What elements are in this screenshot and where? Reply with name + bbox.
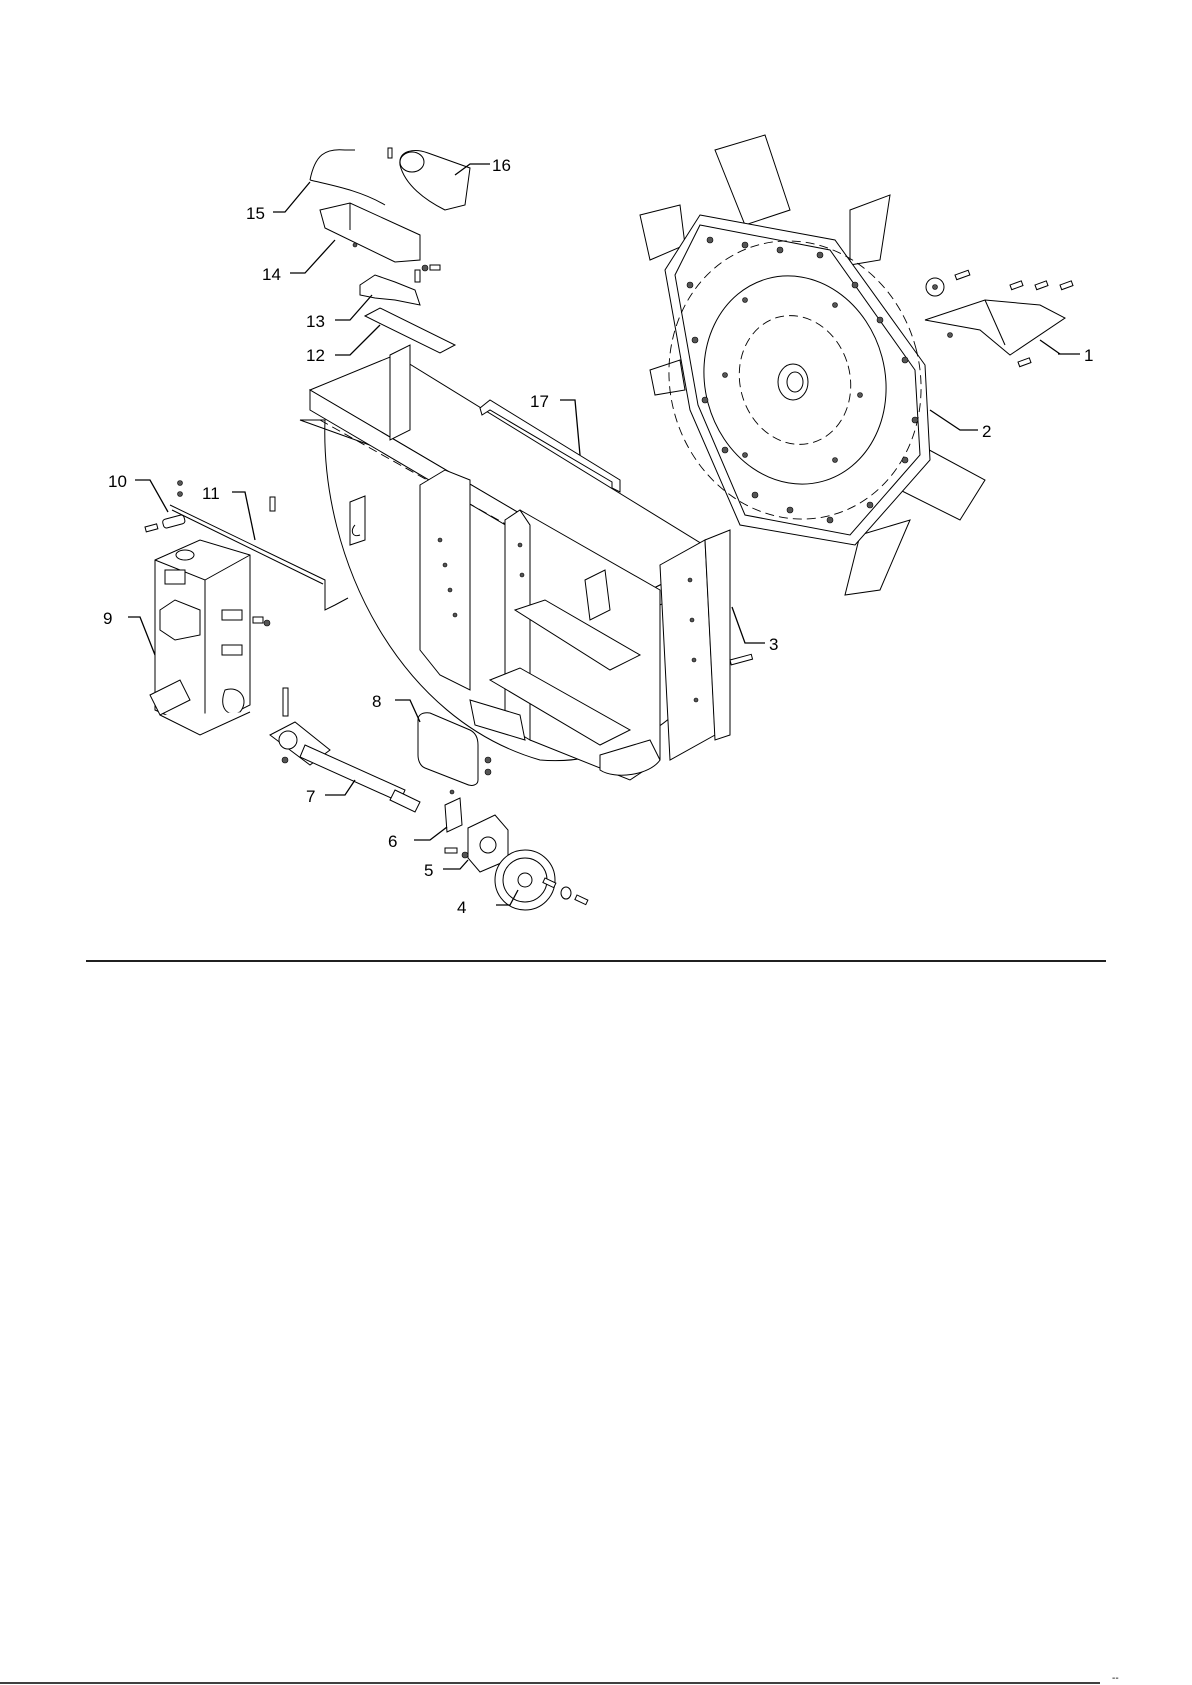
fan-plate [638, 135, 985, 595]
upper-brackets [310, 148, 470, 353]
callout-4: 4 [457, 898, 466, 917]
gearbox [150, 540, 270, 735]
callout-2: 2 [982, 422, 991, 441]
callout-3: 3 [769, 635, 778, 654]
callout-14: 14 [262, 265, 281, 284]
callout-11: 11 [202, 484, 220, 503]
callout-16: 16 [492, 156, 511, 175]
callout-10: 10 [108, 472, 127, 491]
callout-5: 5 [424, 861, 433, 880]
callout-8: 8 [372, 692, 381, 711]
callout-9: 9 [103, 609, 112, 628]
callout-1: 1 [1084, 346, 1093, 365]
callout-12: 12 [306, 346, 325, 365]
callout-17: 17 [530, 392, 549, 411]
callout-13: 13 [306, 312, 325, 331]
page-corner-mark: -- [1112, 1674, 1119, 1684]
callout-6: 6 [388, 832, 397, 851]
drive-shaft [270, 688, 420, 812]
callout-15: 15 [246, 204, 265, 223]
paddle-bracket [925, 270, 1073, 366]
callout-7: 7 [306, 787, 315, 806]
housing-frame [300, 345, 753, 780]
